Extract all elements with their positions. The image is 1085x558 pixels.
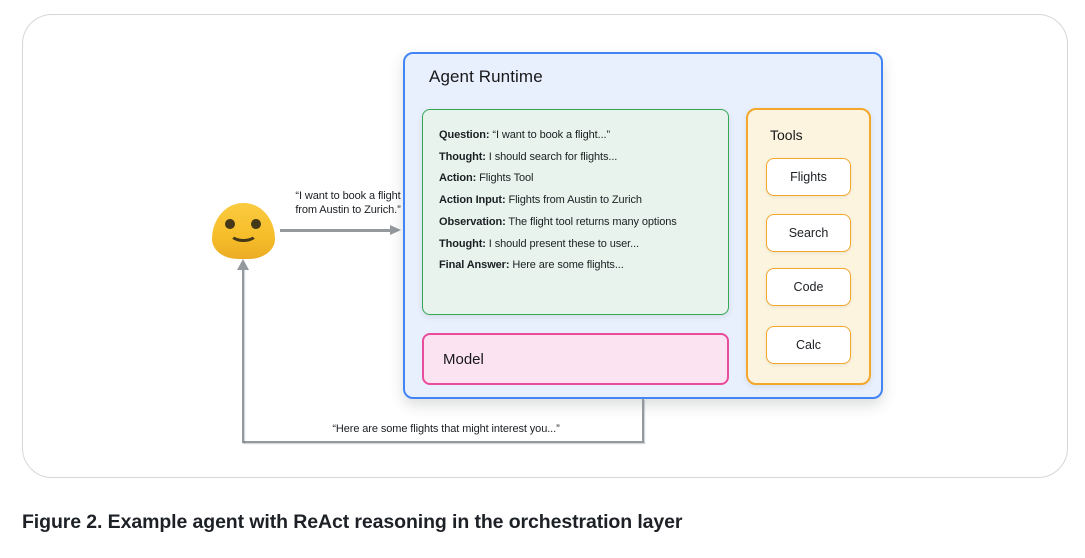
trace-line-final-answer: Final Answer: Here are some flights... [439, 255, 722, 277]
agent-runtime-title: Agent Runtime [429, 67, 543, 86]
trace-label: Observation: [439, 215, 506, 228]
response-quote-label: “Here are some flights that might intere… [332, 423, 560, 435]
tool-button-search: Search [766, 214, 851, 252]
trace-label: Action Input: [439, 194, 506, 207]
trace-label: Action: [439, 172, 477, 185]
trace-line-thought-2: Thought: I should present these to user.… [439, 234, 722, 256]
tool-button-code: Code [766, 268, 851, 306]
emoji-right-eye-icon [251, 219, 261, 229]
trace-line-action: Action: Flights Tool [439, 168, 722, 190]
request-quote-line2: from Austin to Zurich.” [295, 203, 401, 216]
react-trace-content: Question: “I want to book a flight...” T… [439, 125, 722, 277]
response-arrowhead-icon [237, 259, 249, 270]
trace-text: Flights Tool [476, 172, 534, 185]
tool-button-flights: Flights [766, 158, 851, 196]
request-quote-line1: “I want to book a flight [295, 190, 401, 202]
trace-label: Thought: [439, 237, 486, 250]
trace-text: I should present these to user... [485, 237, 639, 250]
react-trace-box: Question: “I want to book a flight...” T… [422, 109, 729, 315]
request-arrowhead-icon [390, 224, 401, 235]
trace-label: Final Answer: [439, 259, 510, 272]
trace-text: I should search for flights... [485, 150, 618, 163]
tool-button-calc: Calc [766, 326, 851, 364]
user-emoji [212, 203, 275, 259]
response-line-horizontal [242, 441, 644, 443]
request-quote-label: “I want to book a flight from Austin to … [292, 190, 404, 217]
figure-caption: Figure 2. Example agent with ReAct reaso… [22, 511, 683, 533]
trace-text: Here are some flights... [509, 259, 624, 272]
emoji-left-eye-icon [225, 219, 235, 229]
request-arrow-line [280, 229, 392, 232]
trace-line-thought-1: Thought: I should search for flights... [439, 147, 722, 169]
trace-label: Thought: [439, 150, 486, 163]
trace-label: Question: [439, 129, 490, 141]
trace-text: “I want to book a flight...” [489, 129, 611, 141]
trace-line-observation: Observation: The flight tool returns man… [439, 212, 722, 234]
trace-line-question: Question: “I want to book a flight...” [439, 125, 722, 147]
model-label: Model [443, 350, 484, 368]
tools-panel: Tools Flights Search Code Calc [746, 108, 871, 385]
response-line-down [642, 399, 644, 442]
response-line-up [242, 269, 244, 442]
trace-text: Flights from Austin to Zurich [505, 194, 642, 207]
emoji-smile-icon [229, 224, 258, 242]
trace-line-action-input: Action Input: Flights from Austin to Zur… [439, 190, 722, 212]
trace-text: The flight tool returns many options [505, 215, 677, 228]
tools-title: Tools [770, 127, 803, 143]
agent-runtime-box: Agent Runtime Question: “I want to book … [403, 52, 883, 399]
model-box: Model [422, 333, 729, 385]
